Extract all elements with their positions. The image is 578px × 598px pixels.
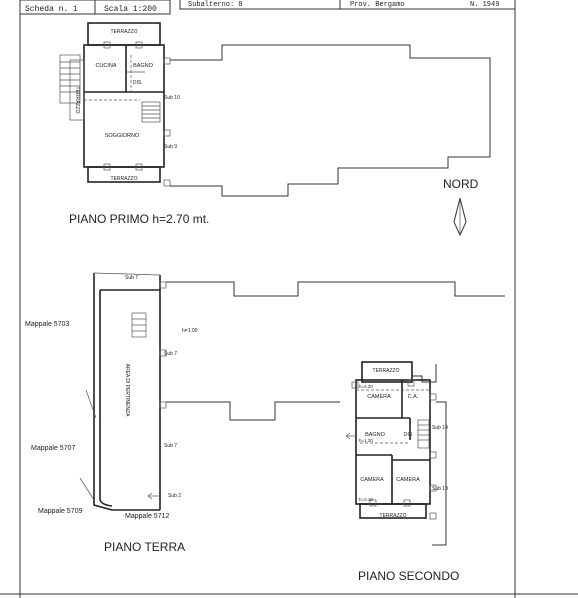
terra-height: h=1.00 [182, 328, 198, 334]
header-provincia: Prov. Bergamo [350, 1, 405, 9]
secondo-sub14: Sub 14 [432, 425, 448, 431]
secondo-terrazzo-top: TERRAZZO [373, 368, 400, 374]
secondo-camera-top: CAMERA [367, 394, 391, 400]
secondo-ca: C.A. [408, 394, 419, 400]
secondo-h1: h=2.20 [359, 384, 373, 389]
north-arrow: NORD [443, 177, 479, 237]
header-subalterno: Subalterno: 8 [188, 1, 243, 9]
secondo-terrazzo-bottom: TERRAZZO [380, 513, 407, 519]
piano-terra-plan: AREA DI PERTINENZA Sub 7 h=1.00 Sub 7 Su… [25, 272, 505, 554]
terra-area: AREA DI PERTINENZA [124, 364, 130, 417]
primo-terrazzo-bottom: TERRAZZO [111, 176, 138, 182]
terra-sub2: Sub 2 [168, 493, 181, 499]
header-scheda: Scheda n. 1 [25, 5, 78, 14]
primo-sub9: Sub 9 [164, 144, 177, 150]
header-scala: Scala 1:200 [104, 5, 157, 14]
primo-terrazzo-side: TERRAZZO [74, 87, 80, 114]
piano-primo-plan: TERRAZZO CUCINA BAGNO DIS TERRAZZO SOGGI… [59, 22, 491, 226]
terra-sub7-top: Sub 7 [125, 275, 138, 281]
mappale-5703: Mappale 5703 [25, 321, 69, 328]
mappale-5709: Mappale 5709 [38, 508, 82, 515]
piano-primo-title: PIANO PRIMO h=2.70 mt. [69, 212, 209, 226]
secondo-bagno: BAGNO [365, 432, 386, 438]
piano-secondo-title: PIANO SECONDO [358, 569, 459, 583]
north-label: NORD [443, 177, 479, 191]
mappale-5712: Mappale 5712 [125, 513, 169, 520]
primo-sub10: Sub 10 [164, 95, 180, 101]
terra-sub7-low: Sub 7 [164, 443, 177, 449]
primo-soggiorno: SOGGIORNO [105, 133, 140, 139]
secondo-h2: h=1.20 [359, 438, 373, 443]
terra-sub7-mid: Sub 7 [164, 351, 177, 357]
piano-secondo-plan: TERRAZZO CAMERA C.A. BAGNO DIS CAMERA CA… [345, 361, 459, 583]
primo-dis: DIS [133, 80, 142, 86]
primo-terrazzo-top: TERRAZZO [111, 29, 138, 35]
piano-terra-title: PIANO TERRA [104, 540, 185, 554]
secondo-dis: DIS [404, 432, 413, 438]
secondo-h3: h=2.20 [359, 497, 373, 502]
primo-cucina: CUCINA [95, 63, 116, 69]
header-numero: N. 1949 [470, 1, 499, 9]
mappale-5707: Mappale 5707 [31, 445, 75, 452]
secondo-camera-right: CAMERA [396, 477, 420, 483]
primo-bagno: BAGNO [133, 63, 154, 69]
secondo-camera-left: CAMERA [360, 477, 384, 483]
secondo-sub13: Sub 13 [432, 486, 448, 492]
